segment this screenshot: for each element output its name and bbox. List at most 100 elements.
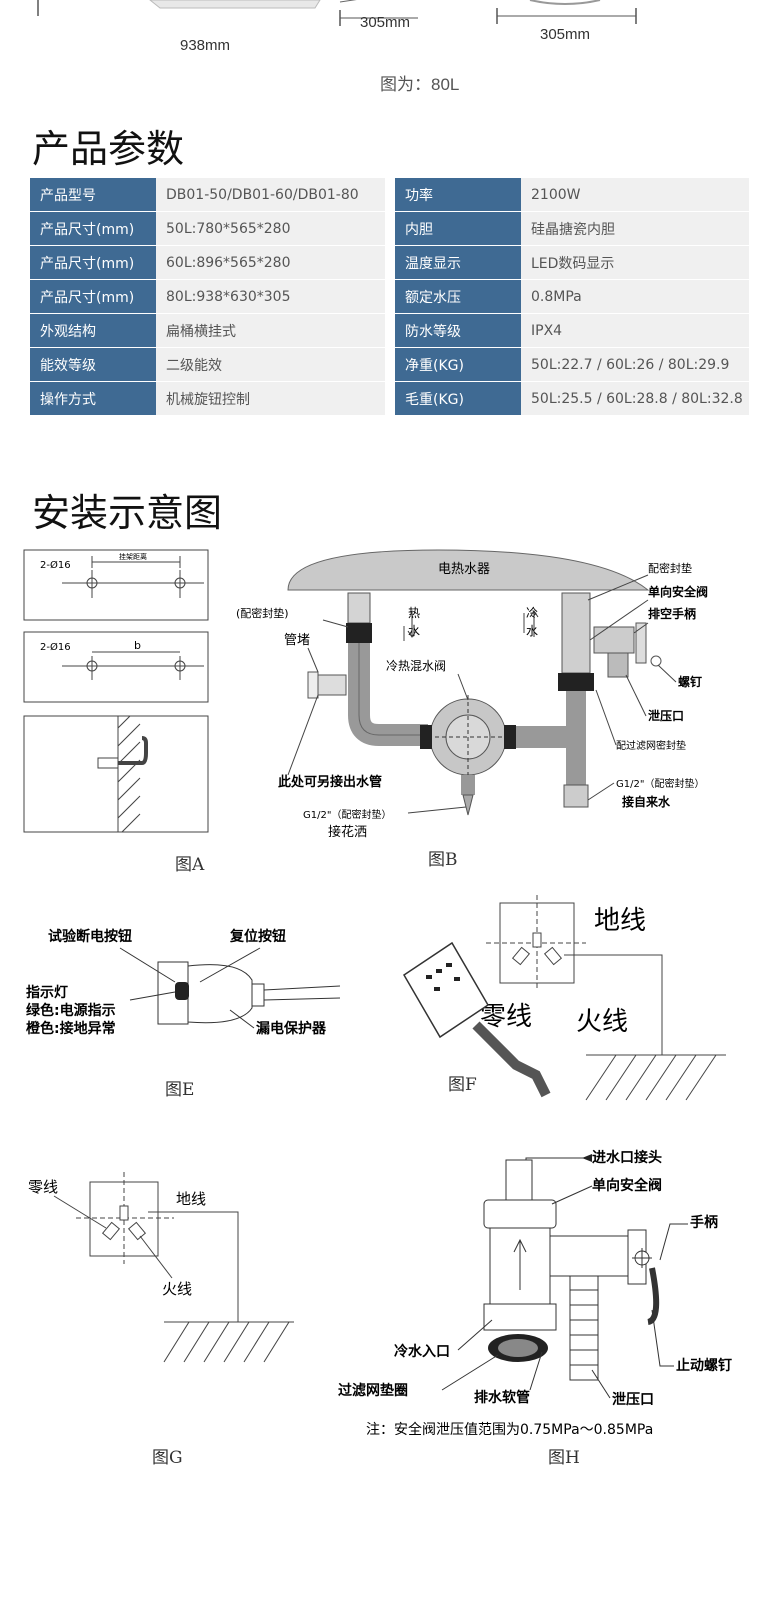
figf-neutral: 零线 <box>480 1002 532 1032</box>
spec-value: 50L:780*565*280 <box>156 212 385 246</box>
spec-gap <box>385 246 395 280</box>
spec-key: 净重(KG) <box>395 348 521 382</box>
figb-cold-2: 水 <box>526 624 538 638</box>
fige-indicator: 指示灯 <box>26 984 68 1001</box>
figb-outlet-note: 此处可另接出水管 <box>278 774 382 790</box>
install-title: 安装示意图 <box>32 491 223 535</box>
spec-value: 机械旋钮控制 <box>156 382 385 416</box>
spec-gap <box>385 212 395 246</box>
figure-a-label: 图A <box>175 855 205 875</box>
figg-neutral: 零线 <box>28 1178 58 1196</box>
spec-key: 产品尺寸(mm) <box>30 280 156 314</box>
spec-key: 毛重(KG) <box>395 382 521 416</box>
figa-hole-label: 2-Ø16 <box>40 559 71 571</box>
figure-h: 进水口接头 单向安全阀 手柄 冷水入口 止动螺钉 过滤网垫圈 排水软管 泄压口 … <box>338 1149 732 1438</box>
dim-305-side: 305mm <box>360 14 411 31</box>
figb-shower: 接花洒 <box>328 824 367 840</box>
spec-value: 2100W <box>521 178 749 212</box>
spec-row: 产品尺寸(mm)50L:780*565*280 内胆硅晶搪瓷内胆 <box>30 212 749 246</box>
figg-live: 火线 <box>162 1280 192 1298</box>
spec-key: 能效等级 <box>30 348 156 382</box>
figf-live: 火线 <box>576 1007 628 1037</box>
fige-reset-btn: 复位按钮 <box>229 928 286 945</box>
spec-row: 操作方式机械旋钮控制毛重(KG)50L:25.5 / 60L:28.8 / 80… <box>30 382 749 416</box>
figure-g-label: 图G <box>152 1448 183 1468</box>
figb-seal-left: (配密封垫) <box>236 606 289 620</box>
spec-gap <box>385 280 395 314</box>
spec-value: 80L:938*630*305 <box>156 280 385 314</box>
spec-value: 扁桶横挂式 <box>156 314 385 348</box>
figa-spacing-label: 挂架距离 <box>119 552 147 561</box>
figure-e: 试验断电按钮 复位按钮 指示灯 绿色:电源指示 橙色:接地异常 漏电保护器 <box>26 928 341 1037</box>
figb-hot: 热 <box>408 606 420 620</box>
spec-key: 产品尺寸(mm) <box>30 212 156 246</box>
figb-inlet: 接自来水 <box>622 794 671 809</box>
figb-hot-2: 水 <box>408 624 420 638</box>
spec-gap <box>385 178 395 212</box>
spec-value: DB01-50/DB01-60/DB01-80 <box>156 178 385 212</box>
figa-b-label: b <box>134 639 141 652</box>
dim-305-front: 305mm <box>540 26 591 43</box>
top-dimension-drawing <box>37 0 637 26</box>
model-caption: 图为：80L <box>380 75 460 94</box>
spec-value: 0.8MPa <box>521 280 749 314</box>
fige-test-btn: 试验断电按钮 <box>48 928 132 945</box>
fige-orange: 橙色:接地异常 <box>26 1020 116 1037</box>
figh-cold-inlet: 冷水入口 <box>394 1343 450 1360</box>
figb-drain-handle: 排空手柄 <box>648 606 696 621</box>
figb-relief: 泄压口 <box>648 708 684 723</box>
spec-key: 产品型号 <box>30 178 156 212</box>
spec-key: 内胆 <box>395 212 521 246</box>
figb-g12-right: G1/2"（配密封垫） <box>616 777 704 790</box>
figure-g: 零线 地线 火线 <box>28 1172 294 1363</box>
figh-one-way-valve: 单向安全阀 <box>592 1177 662 1194</box>
figb-filter-seal: 配过滤网密封垫 <box>616 739 686 752</box>
figb-pipe-plug: 管堵 <box>284 633 310 648</box>
figure-b-label: 图B <box>428 850 458 870</box>
figure-b: 电热水器 配密封垫 单向安全阀 排空手柄 (配密封垫) 热 水 冷 水 管堵 冷… <box>236 549 708 840</box>
spec-key: 外观结构 <box>30 314 156 348</box>
fige-protector: 漏电保护器 <box>256 1020 327 1037</box>
figb-seal-right: 配密封垫 <box>648 561 692 575</box>
spec-value: 硅晶搪瓷内胆 <box>521 212 749 246</box>
spec-value: 50L:22.7 / 60L:26 / 80L:29.9 <box>521 348 749 382</box>
figh-stop-screw: 止动螺钉 <box>676 1357 732 1374</box>
figh-handle: 手柄 <box>690 1214 718 1231</box>
spec-key: 防水等级 <box>395 314 521 348</box>
spec-key: 产品尺寸(mm) <box>30 246 156 280</box>
dim-938: 938mm <box>180 37 231 54</box>
figh-drain-hose: 排水软管 <box>474 1389 530 1406</box>
figure-f: 地线 零线 火线 <box>402 895 726 1101</box>
spec-key: 额定水压 <box>395 280 521 314</box>
spec-key: 操作方式 <box>30 382 156 416</box>
fige-green: 绿色:电源指示 <box>26 1002 116 1019</box>
spec-row: 能效等级二级能效净重(KG)50L:22.7 / 60L:26 / 80L:29… <box>30 348 749 382</box>
figg-ground: 地线 <box>176 1190 206 1208</box>
spec-gap <box>385 314 395 348</box>
spec-value: IPX4 <box>521 314 749 348</box>
spec-key: 温度显示 <box>395 246 521 280</box>
figure-f-label: 图F <box>448 1075 477 1095</box>
spec-value: 二级能效 <box>156 348 385 382</box>
figb-mixing-valve: 冷热混水阀 <box>386 659 446 673</box>
params-title: 产品参数 <box>32 127 185 171</box>
figh-relief: 泄压口 <box>612 1391 654 1408</box>
figb-one-way-valve: 单向安全阀 <box>648 584 708 599</box>
spec-value: LED数码显示 <box>521 246 749 280</box>
figure-e-label: 图E <box>165 1080 195 1100</box>
figh-inlet-joint: 进水口接头 <box>592 1149 662 1166</box>
figure-h-label: 图H <box>548 1448 580 1468</box>
spec-value: 60L:896*565*280 <box>156 246 385 280</box>
figb-screw: 螺钉 <box>678 674 702 689</box>
figure-a: 2-Ø16 挂架距离 2-Ø16 b <box>23 549 209 833</box>
spec-gap <box>385 382 395 416</box>
spec-key: 功率 <box>395 178 521 212</box>
figf-ground: 地线 <box>594 906 646 936</box>
figa-hole-label-2: 2-Ø16 <box>40 641 71 653</box>
figb-heater: 电热水器 <box>438 562 490 577</box>
